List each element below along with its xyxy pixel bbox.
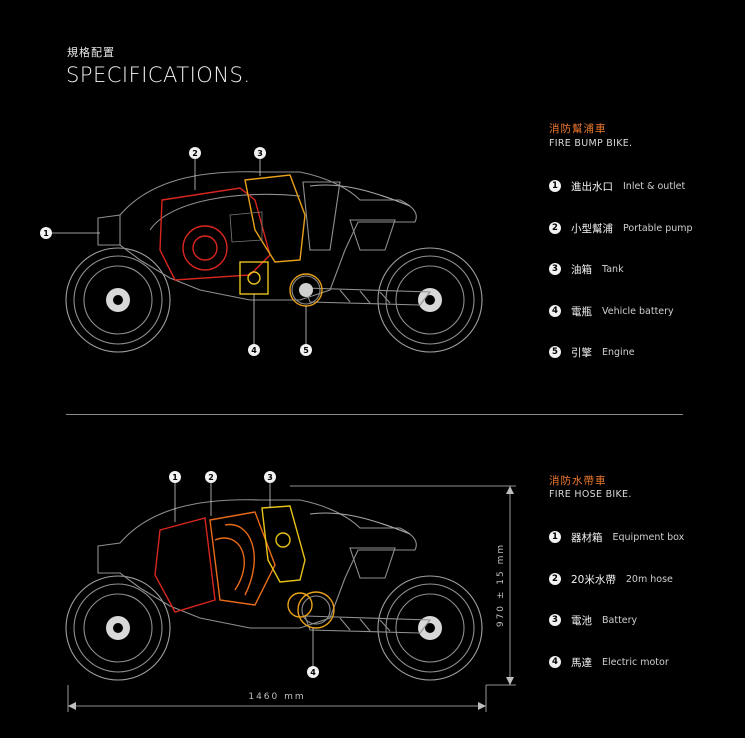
portable-pump-outline <box>159 187 271 281</box>
item-label-cn: 小型幫浦 <box>571 222 613 235</box>
length-dimension-label: 1460 mm <box>248 692 305 702</box>
number-badge: 2 <box>549 573 561 585</box>
section-divider <box>66 414 683 415</box>
callout-badge-3: 3 <box>254 147 266 159</box>
svg-text:4: 4 <box>310 668 316 677</box>
item-label-en: Engine <box>602 346 635 358</box>
item-label-en: 20m hose <box>625 573 673 585</box>
page-title: SPECIFICATIONS. <box>66 63 251 87</box>
pump-legend-item-2: 2 小型幫浦 Portable pump <box>549 221 693 235</box>
callout-badge-1: 1 <box>40 227 52 239</box>
svg-text:1: 1 <box>172 473 178 482</box>
pump-bike-components <box>159 174 323 307</box>
height-dimension-label: 970 ± 15 mm <box>496 543 506 627</box>
svg-text:3: 3 <box>257 149 263 158</box>
hose-bike-drawing <box>65 499 483 681</box>
item-label-cn: 馬達 <box>571 656 592 669</box>
hose-bike-callouts <box>174 483 314 666</box>
callout-badge-4: 4 <box>307 666 319 678</box>
pump-legend-item-4: 4 電瓶 Vehicle battery <box>549 304 674 318</box>
item-label-cn: 電瓶 <box>571 305 592 318</box>
item-label-cn: 進出水口 <box>571 180 613 193</box>
pump-legend-item-5: 5 引擎 Engine <box>549 345 635 359</box>
pump-legend-item-1: 1 進出水口 Inlet & outlet <box>549 179 685 193</box>
item-label-cn: 油箱 <box>571 263 592 276</box>
hose-legend-item-2: 2 20米水帶 20m hose <box>549 572 673 586</box>
pump-bike-drawing <box>65 171 483 353</box>
item-label-cn: 電池 <box>571 614 592 627</box>
svg-text:5: 5 <box>303 346 309 355</box>
item-label-cn: 20米水帶 <box>571 573 616 586</box>
electric-motor-outline <box>297 591 335 629</box>
pump-bike-title-cn: 消防幫浦車 <box>549 123 607 135</box>
item-label-cn: 引擎 <box>571 346 592 359</box>
callout-badge-3: 3 <box>264 471 276 483</box>
number-badge: 5 <box>549 346 561 358</box>
number-badge: 2 <box>549 222 561 234</box>
svg-text:2: 2 <box>208 473 214 482</box>
pump-bike-callout-badges: 1 2 3 4 5 <box>40 147 312 356</box>
tank-outline <box>244 174 306 263</box>
item-label-en: Portable pump <box>623 222 693 234</box>
item-label-en: Inlet & outlet <box>623 180 686 192</box>
item-label-cn: 器材箱 <box>571 531 603 544</box>
hose-legend-item-3: 3 電池 Battery <box>549 613 637 627</box>
callout-badge-2: 2 <box>205 471 217 483</box>
number-badge: 1 <box>549 180 561 192</box>
pump-bike-title-en: FIRE BUMP BIKE. <box>549 138 633 149</box>
equipment-box-outline <box>154 517 216 613</box>
item-label-en: Battery <box>602 614 638 626</box>
callout-badge-2: 2 <box>189 147 201 159</box>
vehicle-battery-outline <box>239 261 269 295</box>
svg-text:2: 2 <box>192 149 198 158</box>
number-badge: 3 <box>549 614 561 626</box>
hose-bike-components <box>154 505 335 629</box>
dimension-lines <box>67 485 516 712</box>
battery-outline <box>261 505 306 583</box>
item-label-en: Vehicle battery <box>602 305 674 317</box>
hose-bike-title-en: FIRE HOSE BIKE. <box>549 489 632 500</box>
svg-text:3: 3 <box>267 473 273 482</box>
hose-legend-item-1: 1 器材箱 Equipment box <box>549 530 684 544</box>
callout-badge-1: 1 <box>169 471 181 483</box>
svg-text:4: 4 <box>251 346 257 355</box>
hose-outline <box>209 511 276 606</box>
number-badge: 1 <box>549 531 561 543</box>
pump-bike-callouts <box>52 159 307 344</box>
callout-badge-4: 4 <box>248 344 260 356</box>
hose-bike-title-cn: 消防水帶車 <box>549 475 607 487</box>
number-badge: 4 <box>549 656 561 668</box>
number-badge: 3 <box>549 263 561 275</box>
page-subtitle-cn: 規格配置 <box>67 46 115 59</box>
svg-text:1: 1 <box>43 229 49 238</box>
item-label-en: Electric motor <box>602 656 669 668</box>
callout-badge-5: 5 <box>300 344 312 356</box>
item-label-en: Tank <box>602 263 624 275</box>
pump-legend-item-3: 3 油箱 Tank <box>549 262 624 276</box>
hose-bike-callout-badges: 1 2 3 4 <box>169 471 319 678</box>
hose-legend-item-4: 4 馬達 Electric motor <box>549 655 669 669</box>
number-badge: 4 <box>549 305 561 317</box>
item-label-en: Equipment box <box>612 531 685 543</box>
